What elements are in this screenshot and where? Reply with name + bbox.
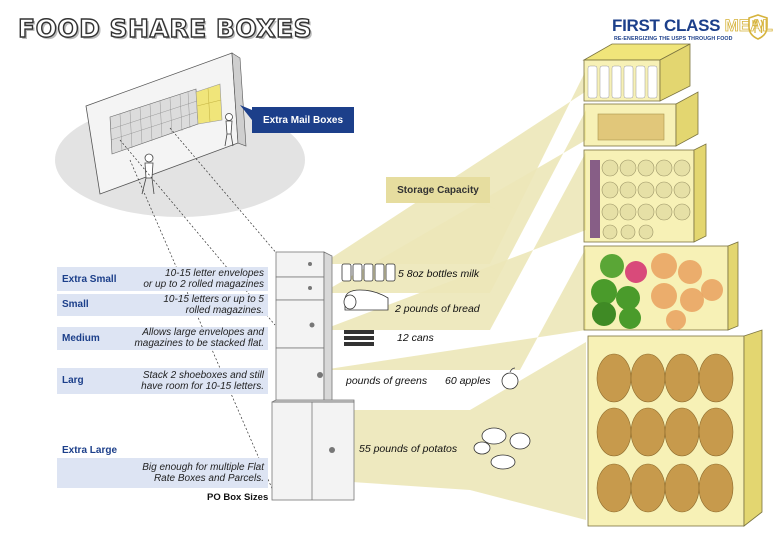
page-title: FOOD SHARE BOXES <box>17 13 313 43</box>
milk-bottles-icon <box>341 263 396 282</box>
apples-stack <box>591 253 723 330</box>
size-row-extra-small <box>57 267 268 291</box>
storage-capacity-callout: Storage Capacity <box>386 177 490 203</box>
capacity-cans: 12 cans <box>397 332 434 344</box>
extra-mail-boxes-callout: Extra Mail Boxes <box>252 107 354 133</box>
size-name-extra-small: Extra Small <box>62 274 117 285</box>
size-name-small: Small <box>62 299 89 310</box>
brand-name-part1: FIRST CLASS <box>612 16 725 35</box>
person-figure-left <box>141 153 155 195</box>
potatoes-icon <box>473 427 531 470</box>
cans-icon <box>344 330 374 346</box>
size-name-medium: Medium <box>62 333 100 344</box>
wall-side <box>231 52 247 147</box>
size-row-medium <box>57 327 268 350</box>
size-name-extra-large: Extra Large <box>62 445 118 456</box>
po-box-unit <box>271 251 355 501</box>
po-box-locks <box>308 262 335 453</box>
band-potatoes <box>322 342 586 520</box>
potatoes-stack <box>596 353 734 513</box>
capacity-potatoes: 55 pounds of potatos <box>359 443 458 455</box>
size-row-extra-large <box>57 458 268 488</box>
cans-stack <box>601 159 691 240</box>
apple-icon <box>501 367 519 390</box>
bread-loaf-icon <box>343 289 389 311</box>
po-box-sizes-label: PO Box Sizes <box>207 492 269 503</box>
capacity-greens: pounds of greens <box>346 375 428 387</box>
capacity-bread: 2 pounds of bread <box>395 303 480 315</box>
brand-tagline: RE-ENERGIZING THE USPS THROUGH FOOD <box>614 36 733 42</box>
capacity-milk: 5 8oz bottles milk <box>398 268 480 280</box>
size-row-small <box>57 294 268 316</box>
size-row-large <box>57 368 268 394</box>
band-bread <box>322 110 586 293</box>
size-name-large: Larg <box>62 375 84 386</box>
band-cans <box>322 152 586 330</box>
person-figure-right <box>224 113 234 147</box>
capacity-apples: 60 apples <box>445 375 491 387</box>
fork-knife-shield-icon <box>748 14 768 40</box>
storage-tower <box>582 43 763 527</box>
